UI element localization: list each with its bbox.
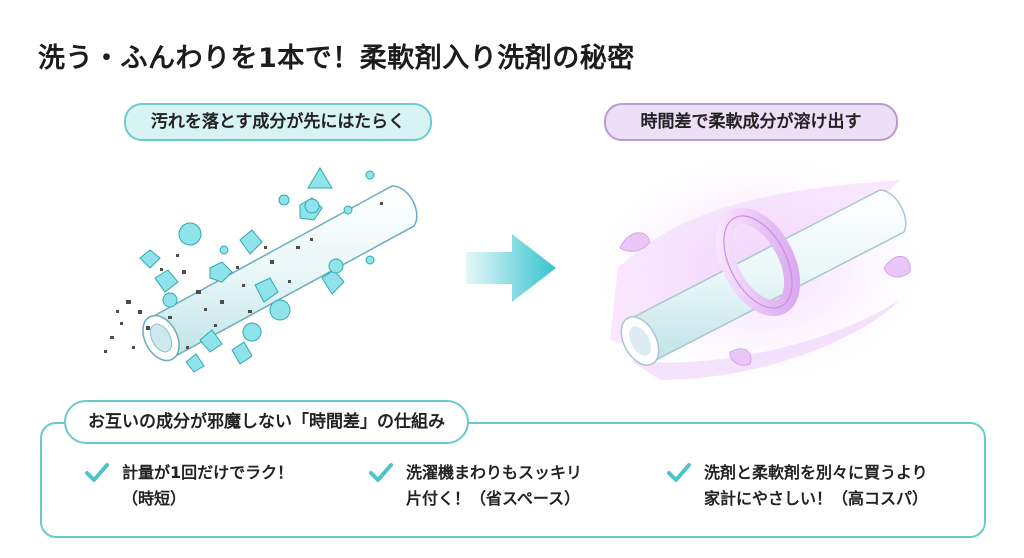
benefit-line: 計量が1回だけでラク！: [122, 463, 294, 482]
left-panel-label: 汚れを落とす成分が先にはたらく: [124, 103, 432, 141]
benefit-line: （時短）: [122, 489, 187, 508]
benefit-item: 洗濯機まわりもスッキリ 片付く！（省スペース）: [368, 460, 582, 512]
dirt-particles: [104, 202, 383, 353]
transition-arrow: [466, 234, 556, 302]
check-icon: [369, 463, 393, 482]
page-title: 洗う・ふんわりを1本で！柔軟剤入り洗剤の秘密: [38, 43, 635, 74]
right-panel-label: 時間差で柔軟成分が溶け出す: [604, 103, 898, 141]
left-tube: [142, 185, 418, 362]
benefit-line: 洗剤と柔軟剤を別々に買うより: [704, 463, 928, 482]
check-icon: [85, 463, 109, 482]
feather-decorations: [619, 232, 911, 366]
benefit-line: 家計にやさしい！（高コスパ）: [704, 489, 929, 508]
benefit-line: 片付く！（省スペース）: [406, 489, 581, 508]
check-icon: [667, 463, 691, 482]
benefit-line: 洗濯機まわりもスッキリ: [406, 463, 583, 482]
benefit-item: 計量が1回だけでラク！ （時短）: [84, 460, 293, 512]
mechanism-header: お互いの成分が邪魔しない「時間差」の仕組み: [64, 400, 469, 444]
right-tube: [600, 158, 920, 380]
illustration-scene: [104, 158, 920, 380]
crystal-particles: [139, 167, 375, 373]
benefit-item: 洗剤と柔軟剤を別々に買うより 家計にやさしい！（高コスパ）: [666, 460, 928, 512]
